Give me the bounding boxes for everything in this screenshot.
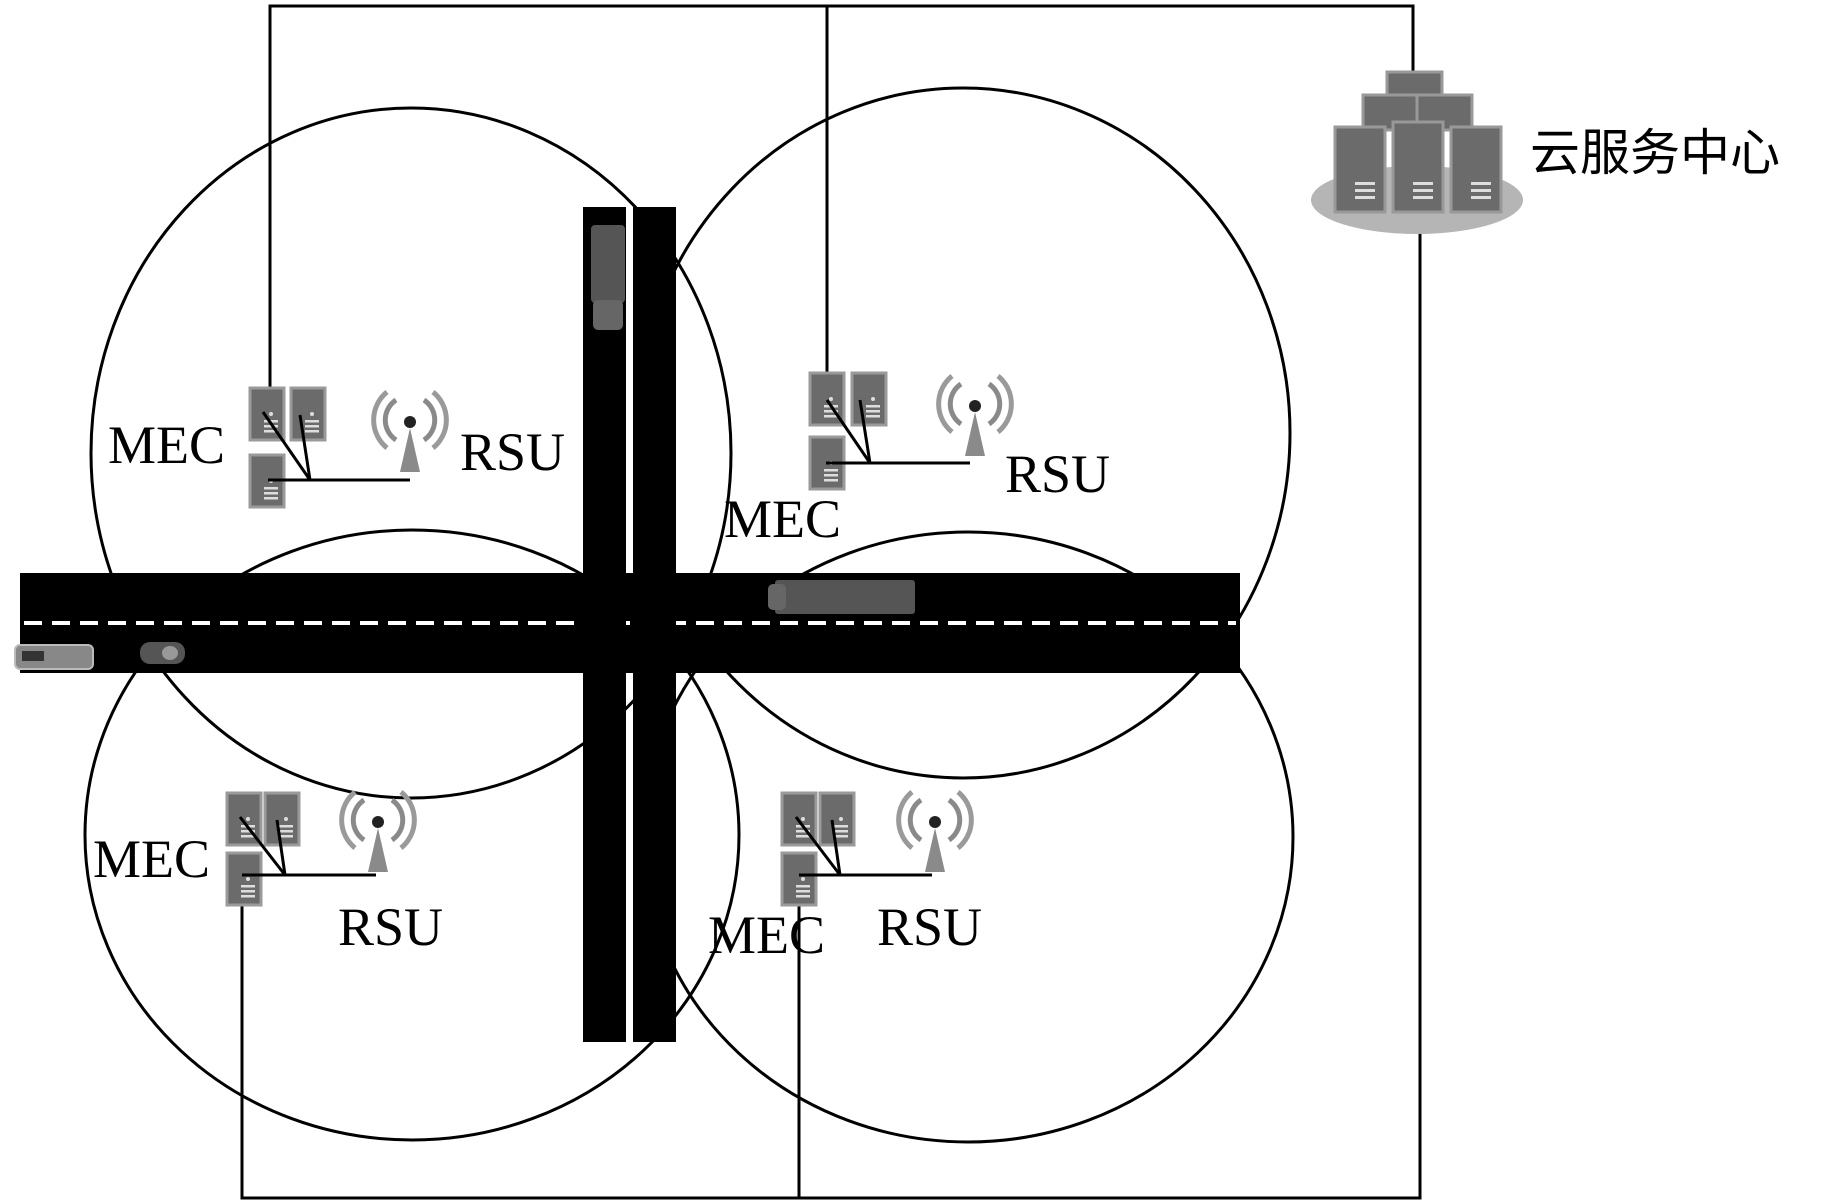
antenna-icon bbox=[899, 792, 972, 872]
server-icon bbox=[780, 851, 818, 907]
rsu-label: RSU bbox=[338, 897, 443, 957]
antenna-icon bbox=[342, 792, 415, 872]
vehicle-icon bbox=[14, 644, 94, 670]
vehicles bbox=[14, 225, 915, 670]
vehicle-icon bbox=[140, 642, 185, 664]
zone-bottom-left: MEC RSU bbox=[93, 792, 443, 957]
mec-label: MEC bbox=[724, 489, 841, 549]
road-network bbox=[20, 207, 1240, 1042]
mec-label: MEC bbox=[708, 905, 825, 965]
mec-label: MEC bbox=[108, 415, 225, 475]
backhaul-links bbox=[240, 4, 1422, 1200]
vertical-road-right-lane bbox=[633, 207, 676, 1042]
server-icon bbox=[850, 371, 888, 427]
rsu-label: RSU bbox=[1005, 444, 1110, 504]
coverage-circle-top-right bbox=[634, 86, 1292, 780]
rsu-label: RSU bbox=[877, 897, 982, 957]
server-icon bbox=[818, 791, 856, 847]
cloud-server-cluster-icon bbox=[1311, 70, 1523, 234]
server-icon bbox=[248, 386, 286, 442]
vehicle-icon bbox=[591, 225, 625, 330]
server-icon bbox=[263, 791, 301, 847]
antenna-icon bbox=[374, 392, 447, 472]
zone-bottom-right: MEC RSU bbox=[708, 792, 982, 965]
server-icon bbox=[289, 386, 327, 442]
cloud-service-center-label: 云服务中心 bbox=[1530, 124, 1780, 182]
mec-label: MEC bbox=[93, 829, 210, 889]
vertical-road-left-lane bbox=[583, 207, 626, 1042]
server-icon bbox=[225, 851, 263, 907]
zone-top-right: MEC RSU bbox=[724, 371, 1110, 549]
antenna-icon bbox=[939, 376, 1012, 456]
coverage-circle-top-left bbox=[89, 106, 733, 800]
link-top-left-mec-to-cloud bbox=[268, 4, 1415, 388]
zone-top-left: MEC RSU bbox=[108, 386, 565, 509]
coverage-circle-bottom-left bbox=[83, 528, 741, 1142]
link-bottom-left-mec-to-cloud bbox=[240, 180, 1422, 1200]
mec-server-group bbox=[780, 791, 856, 907]
vehicle-icon bbox=[768, 580, 915, 614]
rsu-label: RSU bbox=[460, 422, 565, 482]
